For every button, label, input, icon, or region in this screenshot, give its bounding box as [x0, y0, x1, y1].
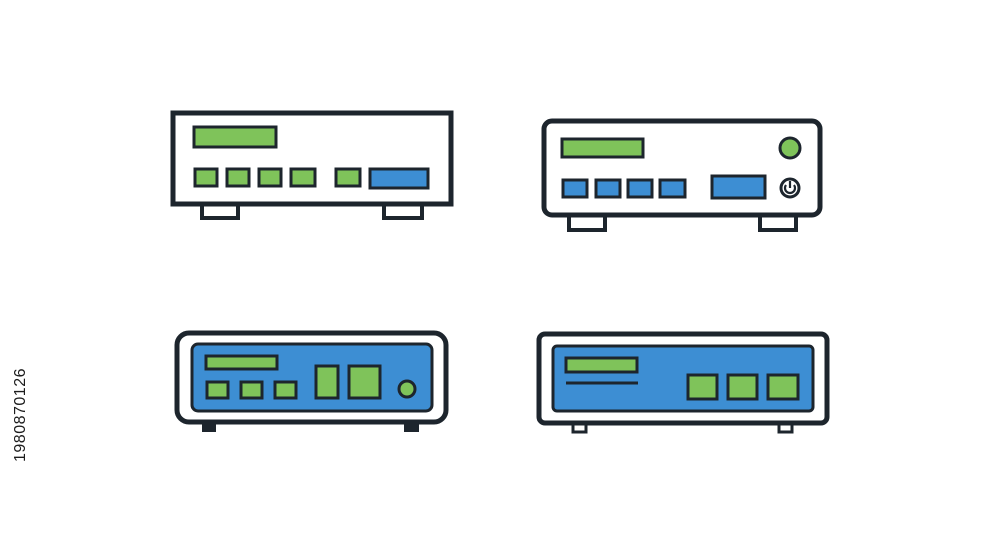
button: [239, 380, 264, 400]
button: [225, 167, 251, 188]
white-receiver-icon: [170, 110, 454, 220]
button: [257, 167, 283, 188]
foot-right: [404, 421, 419, 432]
button: [334, 167, 362, 188]
port: [314, 364, 340, 400]
button: [273, 380, 298, 400]
port: [766, 373, 800, 401]
display-screen: [204, 354, 279, 371]
volume-knob-icon: [778, 136, 802, 160]
stock-id-text: 1980870126: [12, 368, 30, 462]
button: [658, 178, 687, 199]
button: [289, 167, 317, 188]
button: [594, 178, 622, 199]
white-receiver-with-power-icon: [541, 118, 823, 232]
port: [347, 364, 382, 400]
slot: [368, 167, 430, 190]
button: [205, 380, 230, 400]
blue-panel-receiver-icon: [174, 330, 449, 432]
knob-icon: [397, 379, 417, 399]
blue-panel-router-icon: [536, 331, 830, 434]
power-icon: [779, 177, 801, 199]
button: [626, 178, 654, 199]
button: [193, 167, 219, 188]
port: [686, 373, 719, 401]
display-screen: [192, 125, 278, 149]
port: [726, 373, 759, 401]
display-screen: [560, 137, 645, 159]
slot: [710, 174, 767, 200]
button: [561, 178, 589, 199]
foot-left: [202, 421, 216, 432]
display-screen: [564, 356, 639, 374]
stock-image-id: 1980870126: [6, 300, 36, 530]
device-body: [541, 118, 823, 218]
front-panel: [190, 342, 434, 413]
